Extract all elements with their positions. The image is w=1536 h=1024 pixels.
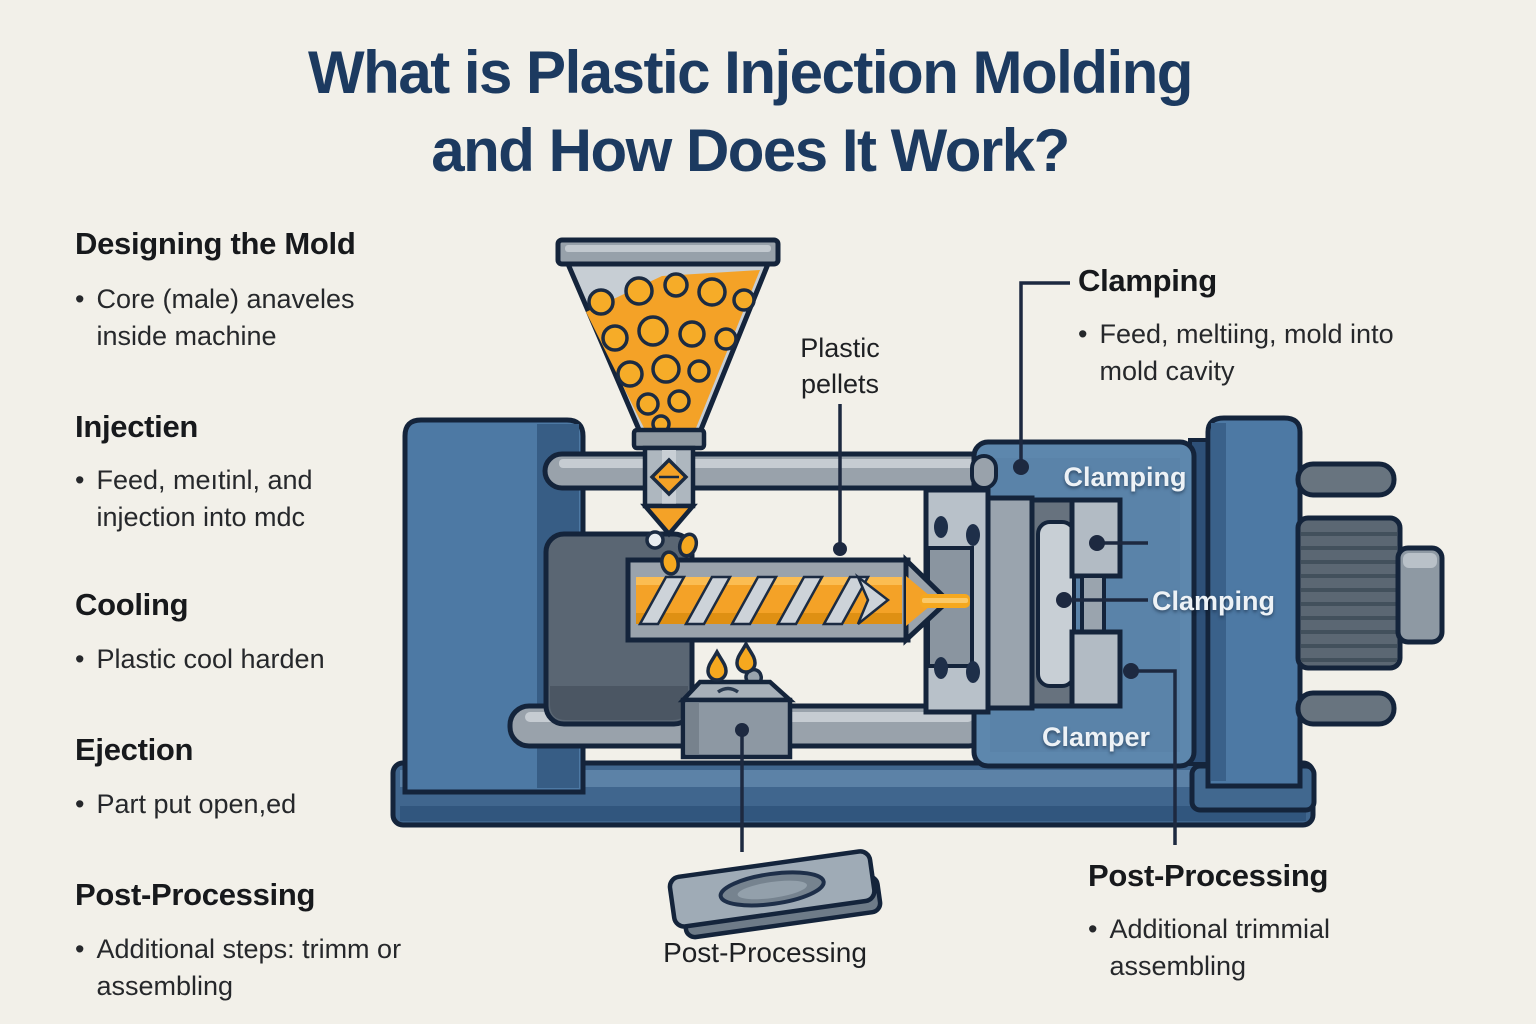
hopper <box>555 237 781 576</box>
step-heading-cooling: Cooling <box>75 587 189 622</box>
falling-pellets <box>645 530 699 576</box>
screw <box>637 573 891 626</box>
callout-dots <box>735 459 1139 737</box>
callout-post-processing-part: Post-Processing <box>663 937 867 968</box>
step-heading-designing-the-mold: Designing the Mold <box>75 226 356 261</box>
slider-block <box>677 667 796 760</box>
machine-base <box>390 760 1316 828</box>
molded-part <box>667 849 883 940</box>
step-bullet-injection: Feed, meıtinl, and injection into mdc <box>75 462 405 537</box>
title-line-2: and How Does It Work? <box>431 117 1070 184</box>
step-bullet-ejection: Part put open,ed <box>75 786 435 823</box>
step-bullet-designing-the-mold: Core (male) anaveles inside machine <box>75 281 415 356</box>
step-bullet-cooling: Plastic cool harden <box>75 641 435 678</box>
melt-droplets <box>706 640 757 682</box>
step-heading-injection: Injectien <box>75 409 199 444</box>
title-line-1: What is Plastic Injection Molding <box>308 39 1193 106</box>
motor-cylinder <box>1295 515 1445 671</box>
ejector-rods <box>1295 461 1397 727</box>
machine-label-clamping-mid: Clamping <box>1152 586 1276 616</box>
machine-label-clamping-top: Clamping <box>1063 462 1187 492</box>
callout-lines <box>740 281 1177 852</box>
nozzle <box>903 554 970 646</box>
page-title: What is Plastic Injection Molding and Ho… <box>130 34 1370 190</box>
step-heading-clamping: Clamping <box>1078 263 1217 298</box>
step-heading-post-processing-right: Post-Processing <box>1088 858 1329 893</box>
step-heading-ejection: Ejection <box>75 732 194 767</box>
pellets-in-hopper <box>587 272 756 434</box>
step-bullet-clamping: Feed, meltiing, mold into mold cavity <box>1078 316 1418 391</box>
callout-plastic-pellets: Plastic pellets <box>800 333 880 400</box>
step-bullet-post-processing-left: Additional steps: trimm or assembling <box>75 931 420 1006</box>
step-heading-post-processing-left: Post-Processing <box>75 877 316 912</box>
machine-label-clamper: Clamper <box>1041 722 1151 752</box>
step-bullet-post-processing-right: Additional trimmial assembling <box>1088 911 1418 986</box>
